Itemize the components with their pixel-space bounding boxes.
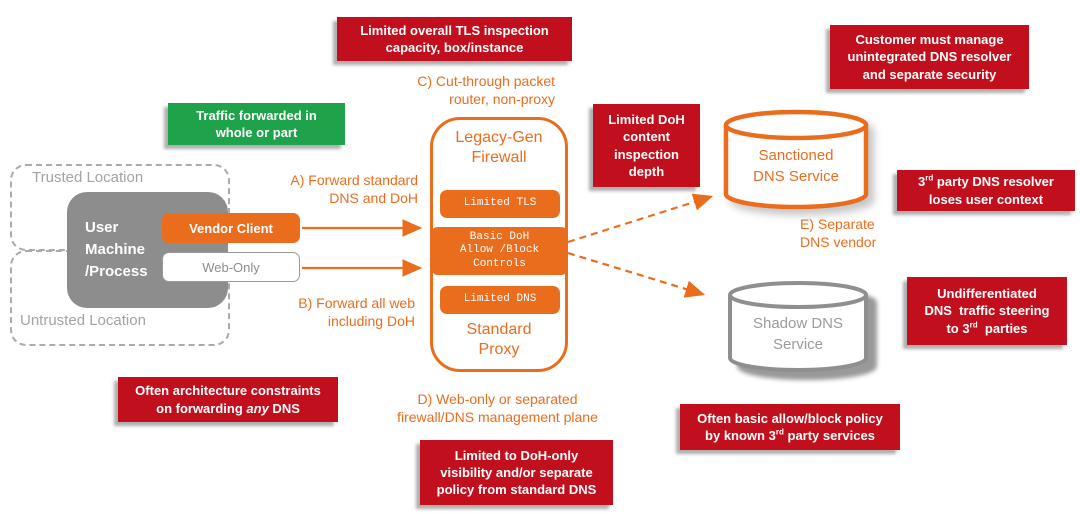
label-b-line: B) Forward all web — [298, 295, 415, 311]
note-line: Traffic forwarded in — [196, 107, 317, 123]
dashed-arrow-to-shadow-dns — [567, 251, 706, 298]
note-line: Customer must manage — [855, 32, 1004, 48]
note-line: Undifferentiated — [937, 286, 1037, 302]
note-traffic-forwarded: Traffic forwarded in whole or part — [168, 103, 345, 145]
note-line: unintegrated DNS resolver — [847, 49, 1012, 65]
user-machine-line: Machine — [85, 241, 146, 259]
shadow-dns-line: Service — [772, 336, 824, 353]
note-line: Often basic allow/block policy — [697, 410, 883, 426]
note-line: visibility and/or separate — [440, 464, 593, 480]
note-line: content — [623, 129, 670, 145]
note-doh-only-visibility: Limited to DoH-only visibility and/or se… — [420, 440, 613, 505]
shadow-dns-cylinder-icon — [728, 281, 868, 372]
limited-dns-box: Limited DNS — [440, 286, 560, 314]
shadow-dns-label: Shadow DNS Service — [725, 313, 871, 355]
note-undifferentiated-steering: Undifferentiated DNS traffic steering to… — [907, 277, 1067, 345]
basic-doh-line: Basic DoH — [469, 230, 530, 243]
label-c-line: C) Cut-through packet — [417, 73, 555, 89]
note-line: inspection — [613, 146, 679, 162]
basic-doh-line: Allow /Block — [459, 244, 540, 257]
note-limited-doh-depth: Limited DoH content inspection depth — [593, 104, 700, 187]
note-line: on forwarding any DNS — [156, 400, 300, 416]
label-c-line: router, non-proxy — [449, 90, 555, 107]
note-line: policy from standard DNS — [436, 482, 597, 498]
trusted-location-label: Trusted Location — [32, 169, 144, 186]
label-a-forward-standard: A) Forward standard DNS and DoH — [268, 172, 418, 208]
web-only-label: Web-Only — [202, 259, 260, 275]
sanctioned-dns-label: Sanctioned DNS Service — [721, 145, 871, 187]
note-line: depth — [628, 163, 665, 179]
sanctioned-dns-line: Sanctioned — [758, 147, 834, 164]
note-line: Limited to DoH-only — [454, 447, 579, 463]
limited-tls-label: Limited TLS — [463, 197, 537, 210]
untrusted-location-label: Untrusted Location — [20, 312, 146, 329]
vendor-client-label: Vendor Client — [189, 220, 273, 236]
label-a-line: DNS and DoH — [329, 189, 418, 206]
note-line: DNS traffic steering — [924, 303, 1050, 319]
firewall-title-line: Legacy-Gen — [455, 129, 543, 146]
dashed-arrow-to-sanctioned-dns — [567, 193, 714, 244]
note-line: to 3rd parties — [946, 320, 1028, 336]
note-line: whole or part — [215, 125, 298, 140]
note-tls-inspection-capacity: Limited overall TLS inspection capacity,… — [337, 17, 572, 61]
label-a-line: A) Forward standard — [290, 172, 418, 188]
note-line: by known 3rd party services — [705, 427, 875, 443]
note-architecture-constraints: Often architecture constraints on forwar… — [118, 377, 338, 422]
label-d-web-only-separated: D) Web-only or separated firewall/DNS ma… — [375, 391, 620, 427]
standard-proxy-line: Standard — [466, 321, 532, 338]
user-machine-line: /Process — [85, 262, 148, 280]
note-line: Limited overall TLS inspection — [360, 22, 549, 38]
label-e-separate-dns-vendor: E) Separate DNS vendor — [800, 216, 890, 252]
user-machine-box: User Machine /Process — [67, 192, 228, 308]
label-e-line: DNS vendor — [800, 233, 877, 250]
vendor-client-pill: Vendor Client — [162, 213, 300, 243]
label-b-forward-all-web: B) Forward all web including DoH — [268, 295, 415, 331]
note-line: capacity, box/instance — [385, 40, 524, 55]
sanctioned-dns-cylinder-icon — [723, 109, 869, 210]
note-line: Limited DoH — [608, 112, 685, 128]
firewall-title-line: Firewall — [471, 149, 527, 166]
note-allow-block-policy: Often basic allow/block policy by known … — [680, 404, 900, 450]
label-b-line: including DoH — [327, 312, 415, 329]
limited-dns-label: Limited DNS — [463, 293, 537, 306]
label-d-line: D) Web-only or separated — [417, 391, 578, 407]
note-line: and separate security — [862, 66, 997, 82]
basic-doh-controls-box: Basic DoH Allow /Block Controls — [431, 227, 568, 275]
basic-doh-line: Controls — [473, 257, 526, 270]
label-d-line: firewall/DNS management plane — [397, 408, 598, 425]
user-machine-line: User — [85, 219, 119, 237]
sanctioned-dns-line: DNS Service — [753, 168, 839, 185]
standard-proxy-title: Standard Proxy — [430, 320, 568, 360]
note-line: 3rd party DNS resolver — [918, 174, 1054, 190]
note-customer-must-manage: Customer must manage unintegrated DNS re… — [830, 25, 1029, 89]
firewall-title: Legacy-Gen Firewall — [430, 128, 568, 168]
limited-tls-box: Limited TLS — [440, 190, 560, 218]
label-e-line: E) Separate — [800, 216, 875, 232]
shadow-dns-line: Shadow DNS — [752, 315, 844, 332]
label-c-cut-through: C) Cut-through packet router, non-proxy — [385, 73, 555, 109]
note-third-party-resolver: 3rd party DNS resolver loses user contex… — [897, 170, 1075, 211]
note-line: loses user context — [928, 191, 1044, 207]
standard-proxy-line: Proxy — [478, 341, 520, 358]
web-only-pill: Web-Only — [162, 252, 300, 282]
note-line: Often architecture constraints — [135, 383, 321, 399]
